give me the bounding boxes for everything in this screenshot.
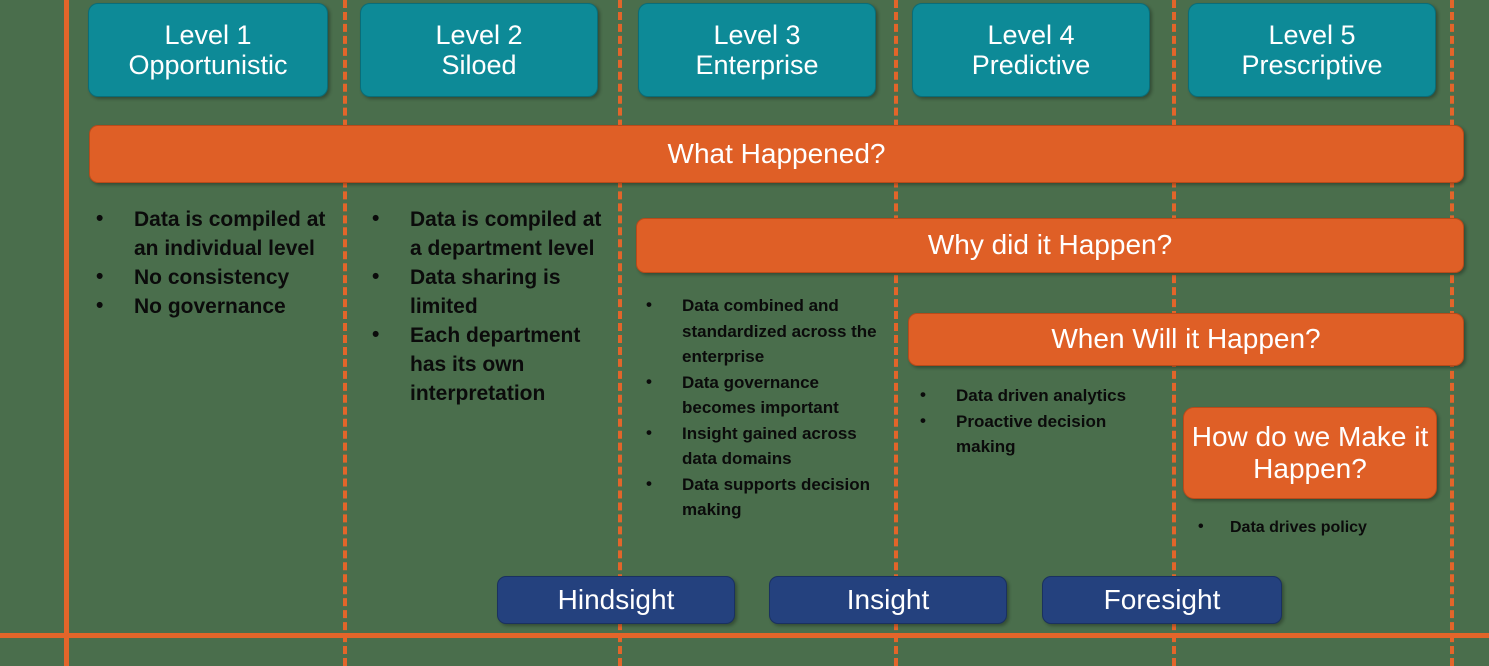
level-number-1: Level 1 [164, 19, 252, 50]
list-item: Data is compiled at an individual level [88, 205, 333, 264]
list-item: No governance [88, 292, 333, 322]
level-name-5: Prescriptive [1241, 50, 1383, 80]
level-box-3[interactable]: Level 3 Enterprise [638, 3, 876, 97]
list-item: Data sharing is limited [364, 263, 609, 322]
column-divider-3 [894, 0, 898, 666]
bullet-list-level-5: Data drives policy [1190, 515, 1440, 540]
level-number-5: Level 5 [1268, 19, 1356, 50]
footer-bar-insight[interactable]: Insight [769, 576, 1007, 624]
level-box-5[interactable]: Level 5 Prescriptive [1188, 3, 1436, 97]
level-name-3: Enterprise [695, 50, 819, 80]
list-item: No consistency [88, 263, 333, 293]
footer-bar-hindsight[interactable]: Hindsight [497, 576, 735, 624]
question-bar-what-happened[interactable]: What Happened? [89, 125, 1464, 183]
level-box-2[interactable]: Level 2 Siloed [360, 3, 598, 97]
level-number-2: Level 2 [435, 19, 523, 50]
horizontal-axis-line [0, 633, 1489, 638]
list-item: Insight gained across data domains [638, 420, 884, 472]
column-divider-1 [343, 0, 347, 666]
list-item: Each department has its own interpretati… [364, 321, 609, 409]
list-item: Data governance becomes important [638, 369, 884, 421]
footer-bar-foresight[interactable]: Foresight [1042, 576, 1282, 624]
question-bar-when-will-it-happen[interactable]: When Will it Happen? [908, 313, 1464, 366]
level-number-3: Level 3 [713, 19, 801, 50]
level-box-4[interactable]: Level 4 Predictive [912, 3, 1150, 97]
question-bar-why-did-it-happen[interactable]: Why did it Happen? [636, 218, 1464, 273]
list-item: Data drives policy [1190, 515, 1440, 540]
column-divider-2 [618, 0, 622, 666]
vertical-axis-line [64, 0, 69, 666]
bullet-list-level-2: Data is compiled at a department level D… [364, 205, 609, 409]
level-number-4: Level 4 [987, 19, 1075, 50]
list-item: Proactive decision making [912, 408, 1162, 460]
level-name-2: Siloed [441, 50, 517, 80]
level-name-4: Predictive [971, 50, 1091, 80]
question-bar-how-do-we-make-it-happen[interactable]: How do we Make it Happen? [1183, 407, 1437, 499]
level-box-1[interactable]: Level 1 Opportunistic [88, 3, 328, 97]
level-name-1: Opportunistic [128, 50, 288, 80]
bullet-list-level-3: Data combined and standardized across th… [638, 292, 884, 523]
list-item: Data combined and standardized across th… [638, 292, 884, 370]
list-item: Data is compiled at a department level [364, 205, 609, 264]
bullet-list-level-1: Data is compiled at an individual level … [88, 205, 333, 322]
list-item: Data driven analytics [912, 382, 1162, 409]
list-item: Data supports decision making [638, 471, 884, 523]
bullet-list-level-4: Data driven analytics Proactive decision… [912, 382, 1162, 460]
